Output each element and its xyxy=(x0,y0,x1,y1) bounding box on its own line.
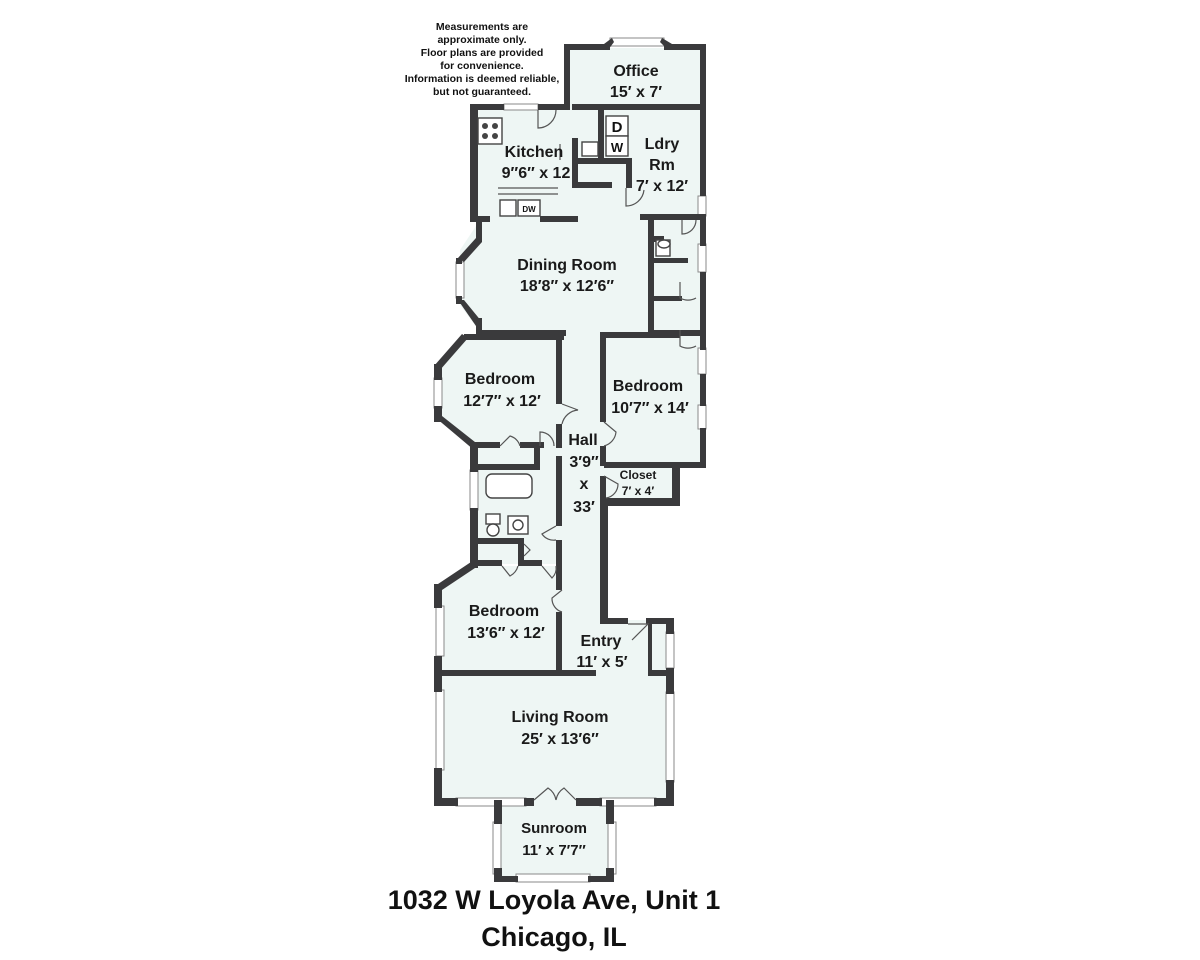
bedroom-2-name: Bedroom xyxy=(613,378,683,395)
laundry-size: 7′ x 12′ xyxy=(636,178,688,195)
bedroom-2-size: 10′7″ x 14′ xyxy=(611,400,689,417)
address-line-2: Chicago, IL xyxy=(481,922,627,952)
washer-icon xyxy=(605,135,629,157)
address: 1032 W Loyola Ave, Unit 1 Chicago, IL xyxy=(388,885,721,952)
sink-icon xyxy=(499,199,517,217)
laundry-name-2: Rm xyxy=(649,157,675,174)
windows xyxy=(433,37,707,883)
office-size: 15′ x 7′ xyxy=(610,84,662,101)
hall-size-3: 33′ xyxy=(573,499,595,516)
dining-room-name: Dining Room xyxy=(517,257,617,274)
hall-size-2: x xyxy=(580,476,589,493)
bedroom-1-name: Bedroom xyxy=(465,371,535,388)
kitchen-name: Kitchen xyxy=(505,144,564,161)
washer-label: W xyxy=(611,140,624,155)
disclaimer-line: Information is deemed reliable, xyxy=(405,73,560,85)
kitchen-fixtures: DW xyxy=(477,117,599,217)
disclaimer-line: Floor plans are provided xyxy=(421,47,544,59)
hall-name: Hall xyxy=(568,432,597,449)
toilet-icon xyxy=(486,523,500,537)
dishwasher-label: DW xyxy=(522,205,536,214)
disclaimer: Measurements are approximate only. Floor… xyxy=(405,21,560,98)
kitchen-size: 9″6″ x 12 xyxy=(502,165,571,182)
door-swings xyxy=(498,109,697,801)
entry-size: 11′ x 5′ xyxy=(576,654,627,671)
hall-size-1: 3′9″ xyxy=(569,454,599,471)
laundry-name: Ldry xyxy=(645,136,680,153)
toilet-icon xyxy=(657,239,671,249)
bedroom-3-size: 13′6″ x 12′ xyxy=(467,625,545,642)
stove-icon xyxy=(477,117,503,145)
disclaimer-line: for convenience. xyxy=(440,60,524,72)
toilet-tank-icon xyxy=(485,513,501,525)
dryer-label: D xyxy=(612,119,623,136)
room-floors xyxy=(438,48,702,878)
bath-fixtures xyxy=(485,239,671,537)
sunroom-size: 11′ x 7′7″ xyxy=(522,842,586,859)
sunroom-name: Sunroom xyxy=(521,820,587,837)
office-name: Office xyxy=(613,63,658,80)
disclaimer-line: Measurements are xyxy=(436,21,528,33)
dishwasher-icon xyxy=(517,199,541,217)
disclaimer-line: approximate only. xyxy=(437,34,526,46)
entry-name: Entry xyxy=(581,633,622,650)
living-room-size: 25′ x 13′6″ xyxy=(521,731,599,748)
dining-room-size: 18′8″ x 12′6″ xyxy=(520,278,615,295)
closet-size: 7′ x 4′ xyxy=(622,484,655,498)
walls xyxy=(434,38,706,882)
closet-name: Closet xyxy=(620,468,657,482)
living-room-name: Living Room xyxy=(512,709,609,726)
address-line-1: 1032 W Loyola Ave, Unit 1 xyxy=(388,885,721,915)
bedroom-1-size: 12′7″ x 12′ xyxy=(463,393,541,410)
room-labels: Office 15′ x 7′ Kitchen 9″6″ x 12 Ldry R… xyxy=(463,63,689,859)
disclaimer-line: but not guaranteed. xyxy=(433,86,531,98)
laundry-fixtures: D W xyxy=(605,115,629,157)
bedroom-3-name: Bedroom xyxy=(469,603,539,620)
fridge-icon xyxy=(581,141,599,157)
bathtub-icon xyxy=(485,473,533,499)
